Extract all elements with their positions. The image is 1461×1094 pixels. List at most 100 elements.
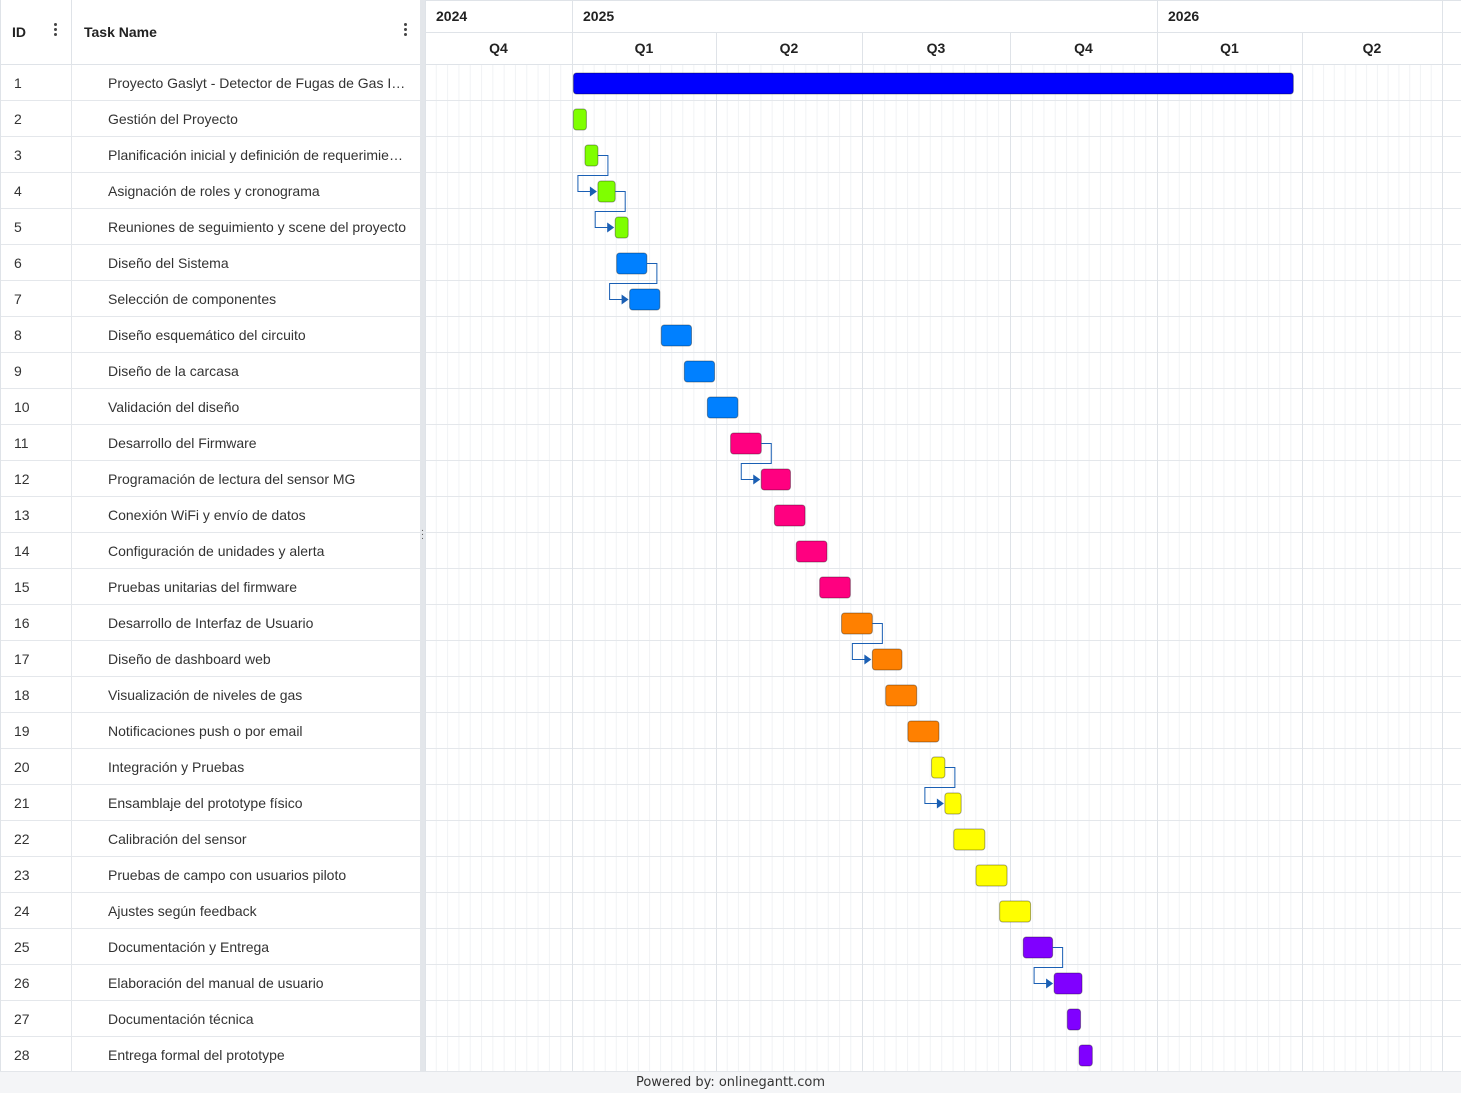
task-bar[interactable] (597, 180, 616, 203)
task-name-cell[interactable]: Reuniones de seguimiento y scene del pro… (108, 219, 407, 235)
task-bar[interactable] (1078, 1044, 1093, 1067)
task-bar[interactable] (572, 108, 587, 131)
task-bar[interactable] (629, 288, 661, 311)
task-bar[interactable] (616, 252, 648, 275)
task-id-cell: 8 (1, 317, 72, 352)
task-bar[interactable] (614, 216, 629, 239)
task-name-cell[interactable]: Conexión WiFi y envío de datos (108, 507, 306, 523)
task-row[interactable]: 8 Diseño esquemático del circuito (1, 317, 421, 353)
task-bar[interactable] (819, 576, 851, 599)
task-bar[interactable] (660, 324, 693, 347)
dependency-arrow-icon (864, 654, 872, 665)
task-name-cell[interactable]: Diseño de dashboard web (108, 651, 271, 667)
task-name-cell[interactable]: Elaboración del manual de usuario (108, 975, 324, 991)
task-id-cell: 19 (1, 713, 72, 748)
task-bar[interactable] (760, 468, 791, 491)
task-name-column-menu-icon[interactable] (402, 22, 408, 42)
task-id-cell: 11 (1, 425, 72, 460)
task-bar[interactable] (572, 72, 1294, 95)
task-name-cell[interactable]: Integración y Pruebas (108, 759, 245, 775)
task-name-cell[interactable]: Documentación y Entrega (108, 939, 270, 955)
dependency-line (594, 191, 626, 228)
task-bar[interactable] (795, 540, 828, 563)
task-bar[interactable] (944, 792, 962, 815)
task-grid-header: ID Task Name (1, 0, 421, 65)
task-name-cell[interactable]: Pruebas unitarias del firmware (108, 579, 298, 595)
task-name-cell[interactable]: Notificaciones push o por email (108, 723, 303, 739)
task-bar[interactable] (871, 648, 903, 671)
task-bar[interactable] (1022, 936, 1054, 959)
task-name-cell[interactable]: Diseño del Sistema (108, 255, 229, 271)
task-bar[interactable] (1066, 1008, 1082, 1031)
task-name-cell[interactable]: Ajustes según feedback (108, 903, 257, 919)
task-name-cell[interactable]: Configuración de unidades y alerta (108, 543, 325, 559)
task-bar[interactable] (730, 432, 762, 455)
task-name-cell[interactable]: Ensamblaje del prototype físico (108, 795, 303, 811)
task-name-cell[interactable]: Entrega formal del prototype (108, 1047, 285, 1063)
task-name-cell[interactable]: Asignación de roles y cronograma (108, 183, 320, 199)
task-name-cell[interactable]: Planificación inicial y definición de re… (108, 147, 416, 163)
task-bar[interactable] (907, 720, 940, 743)
task-id-cell: 15 (1, 569, 72, 604)
task-bar[interactable] (1053, 972, 1083, 995)
task-bar[interactable] (975, 864, 1008, 887)
task-name-cell[interactable]: Pruebas de campo con usuarios piloto (108, 867, 347, 883)
task-name-cell[interactable]: Desarrollo del Firmware (108, 435, 257, 451)
task-bar[interactable] (841, 612, 873, 635)
task-name-cell[interactable]: Calibración del sensor (108, 831, 247, 847)
task-name-cell[interactable]: Documentación técnica (108, 1011, 254, 1027)
powered-by-footer[interactable]: Powered by: onlinegantt.com (0, 1071, 1461, 1093)
task-bar[interactable] (931, 756, 946, 779)
task-bar[interactable] (885, 684, 918, 707)
task-id-cell: 4 (1, 173, 72, 208)
task-name-cell[interactable]: Diseño esquemático del circuito (108, 327, 306, 343)
splitter-handle-icon[interactable]: ··· (420, 525, 425, 544)
task-name-cell[interactable]: Diseño de la carcasa (108, 363, 239, 379)
task-name-cell[interactable]: Desarrollo de Interfaz de Usuario (108, 615, 314, 631)
task-row[interactable]: 15 Pruebas unitarias del firmware (1, 569, 421, 605)
task-bar[interactable] (773, 504, 806, 527)
task-bar[interactable] (584, 144, 599, 167)
column-header-id[interactable]: ID (1, 0, 72, 64)
task-row[interactable]: 19 Notificaciones push o por email (1, 713, 421, 749)
task-name-cell[interactable]: Gestión del Proyecto (108, 111, 238, 127)
task-bar[interactable] (683, 360, 716, 383)
column-header-task-name[interactable]: Task Name (72, 0, 421, 64)
id-column-menu-icon[interactable] (52, 22, 58, 42)
task-name-cell[interactable]: Proyecto Gaslyt - Detector de Fugas de G… (108, 75, 421, 91)
task-row[interactable]: 4 Asignación de roles y cronograma (1, 173, 421, 209)
task-name-cell[interactable]: Selección de componentes (108, 291, 277, 307)
task-name-cell[interactable]: Validación del diseño (108, 399, 240, 415)
panel-splitter[interactable] (420, 0, 425, 1071)
task-bar[interactable] (706, 396, 739, 419)
task-name-cell[interactable]: Programación de lectura del sensor MG (108, 471, 356, 487)
task-bar[interactable] (999, 900, 1032, 923)
task-bar[interactable] (953, 828, 986, 851)
task-row[interactable]: 11 Desarrollo del Firmware (1, 425, 421, 461)
task-name-cell[interactable]: Visualización de niveles de gas (108, 687, 303, 703)
